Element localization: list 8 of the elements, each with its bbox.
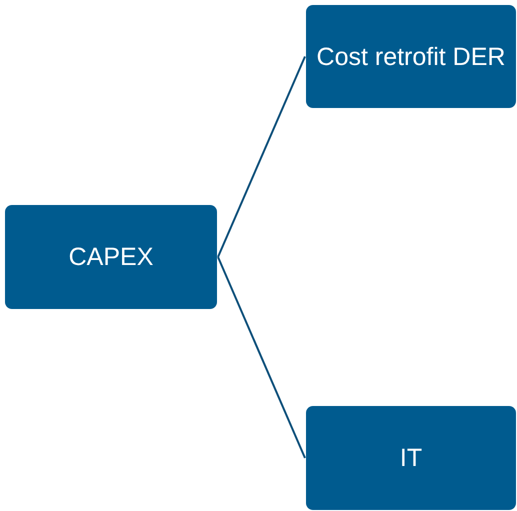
box-label: IT [398, 443, 424, 473]
process-box [306, 5, 516, 108]
box-label: Cost retrofit DER [316, 42, 506, 72]
connector-line [217, 256, 306, 458]
box-label: CAPEX [68, 242, 154, 272]
process-box [306, 406, 516, 510]
connector-line [217, 56, 306, 258]
process-box [5, 205, 217, 309]
